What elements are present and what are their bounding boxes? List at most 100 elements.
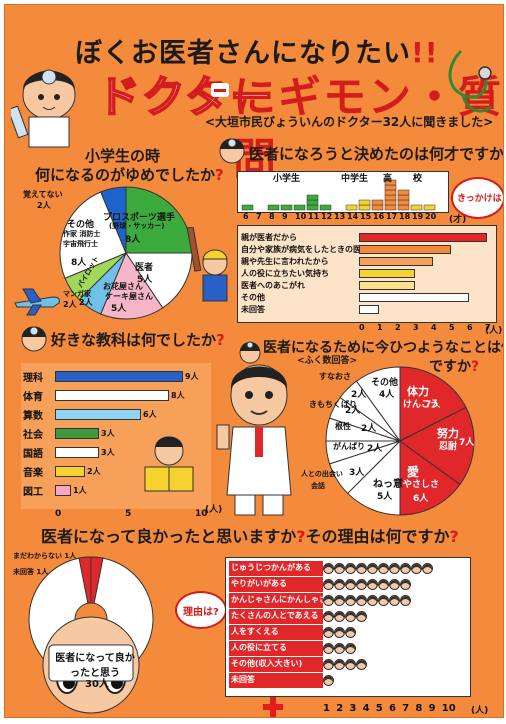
- q2-age-chart: [237, 171, 449, 213]
- q3-subject-bar: [55, 409, 141, 420]
- q2-age-block: [371, 204, 384, 211]
- q2-age-block: [384, 199, 397, 206]
- q2-age-tick: 15: [360, 212, 372, 221]
- q2-reason-label: その他: [241, 293, 265, 302]
- q5-reason-label: かんじゃさんにかんしゃされる: [229, 593, 323, 608]
- q3-subject-label: 音楽: [23, 468, 43, 479]
- q5-callout: 理由は?: [183, 607, 219, 618]
- q4-note: <ふく数回答>: [297, 356, 358, 366]
- q4-label-konjo: 根性: [335, 422, 351, 431]
- q4-pie-slice-1: [399, 406, 475, 486]
- q4-pie-slice-2: [399, 440, 461, 516]
- q5-face-icon: [378, 579, 389, 590]
- q5-face-icon: [323, 659, 334, 670]
- title-line1: ぼくお医者さんになりたい: [75, 38, 411, 69]
- q1-pie-slice-6: [100, 186, 127, 254]
- q3-subject-label: 算数: [23, 411, 43, 422]
- q5-face-icon: [389, 579, 400, 590]
- q5-face-icon: [345, 659, 356, 670]
- q5-face-icon: [411, 563, 422, 574]
- q2-title: 医者になろうと決めたのは何才ですか?: [249, 143, 503, 164]
- q1-value-sports: 8人: [125, 235, 141, 245]
- q5-face-icon: [334, 595, 345, 606]
- q5-reasons: じゅうじつかんがあるやりがいがあるかんじゃさんにかんしゃされるたくさんの人とであ…: [225, 559, 469, 693]
- q1-pie: [59, 186, 193, 320]
- q1-value-manga: 2人: [63, 300, 77, 309]
- poster-title: ぼくお医者さんになりたい!!: [75, 31, 439, 70]
- q5-title-text: 医者になって良かったと思いますか: [41, 527, 297, 546]
- q4-value-stamina: 7人: [425, 400, 441, 410]
- q2-reason-bar: [359, 293, 469, 302]
- q5-face-icon: [323, 611, 334, 622]
- q5-axis-tick: 5: [375, 703, 383, 714]
- airplane-icon: [14, 288, 60, 316]
- q2-age-block: [306, 194, 319, 201]
- q2-age-tick: 20: [425, 212, 437, 221]
- q2-reason-bar: [359, 245, 451, 254]
- q2-age-block: [397, 194, 410, 201]
- q4-title2: ですか?: [429, 356, 479, 376]
- q3-axis-unit: (人): [205, 505, 223, 515]
- q2-age-tick: 18: [399, 212, 411, 221]
- q5-face-icon: [323, 643, 334, 654]
- q5-donut-center: 医者になって良かったと思う: [55, 653, 135, 679]
- q5-face-icon: [367, 595, 378, 606]
- q2-age-block: [397, 189, 410, 196]
- q4-value-slice9: 2人: [351, 390, 367, 400]
- q5-axis-tick: 4: [362, 703, 370, 714]
- q5-axis-tick: 6: [389, 703, 396, 714]
- q2-reason-label: 未回答: [241, 305, 265, 314]
- q1-label-other-sub: 作家 消防士 宇宙飛行士: [63, 230, 101, 248]
- q5-other-label-1: まだわからない 1人: [13, 552, 77, 560]
- q5-face-icon: [356, 595, 367, 606]
- q1-value-other: 8人: [71, 258, 87, 268]
- q5-reason-label: じゅうじつかんがある: [229, 561, 323, 576]
- reading-kid-icon: [144, 436, 194, 492]
- q2-callout: きっかけは: [457, 194, 502, 204]
- q2-age-block: [345, 204, 358, 211]
- q1-label-sports: プロスポーツ選手: [103, 213, 175, 223]
- q3-subject-value: 6人: [143, 410, 157, 419]
- q2-age-block: [267, 204, 280, 211]
- q5-face-icon: [367, 563, 378, 574]
- q2-reason-label: 親が医者だから: [241, 233, 297, 242]
- title-cross-icon: [211, 83, 229, 97]
- q3-axis-tick: 10: [195, 509, 208, 519]
- baseball-kid-icon: [186, 227, 228, 302]
- q2-axis-tick: 6: [467, 323, 473, 332]
- q2-reason-bar: [359, 305, 379, 314]
- q3-subject-bar: [55, 371, 183, 382]
- subtitle: <大垣市民びょういんのドクター32人に聞きました>: [205, 115, 494, 129]
- q5-face-icon: [345, 643, 356, 654]
- q2-age-block: [319, 204, 332, 211]
- q2-reason-bar: [359, 257, 433, 266]
- q4-value-slice5: 3人: [349, 468, 365, 478]
- q5-face-icon: [334, 563, 345, 574]
- q4-value-slice8: 2人: [345, 406, 361, 416]
- q2-age-tick: 9: [282, 212, 288, 221]
- q4-label-enthusiasm: ねっ意: [373, 479, 403, 490]
- q2-age-block: [358, 204, 371, 211]
- q4-label-love: 愛: [407, 465, 420, 479]
- q5-qmark: ?: [296, 527, 306, 546]
- q5-reason-label: 人の役に立てる: [229, 641, 323, 656]
- q4-label-love-sub: やさしさ: [403, 480, 440, 490]
- q5-face-icon: [422, 563, 433, 574]
- q5-title2-text: その理由は何ですか: [305, 527, 450, 546]
- doctor-pointing-icon: [216, 364, 292, 516]
- q5-face-icon: [334, 659, 345, 670]
- q2-age-tick: 13: [334, 212, 346, 221]
- q5-axis-tick: 1: [323, 703, 330, 714]
- q1-title-text: 何になるのがゆめでしたか: [35, 166, 216, 184]
- q5-face-icon: [323, 675, 334, 686]
- q2-reason-label: 医者へのあこがれ: [241, 281, 305, 290]
- q2-reason-bar: [359, 233, 487, 242]
- q5-face-icon: [323, 579, 334, 590]
- q1-title: 何になるのがゆめでしたか?: [35, 164, 224, 185]
- q5-axis-tick: 3: [349, 703, 357, 714]
- q4-label-other: その他: [371, 378, 399, 388]
- q5-title: 医者になって良かったと思いますか?その理由は何ですか?: [41, 523, 459, 547]
- q4-label-ganbari: がんばり: [333, 442, 365, 451]
